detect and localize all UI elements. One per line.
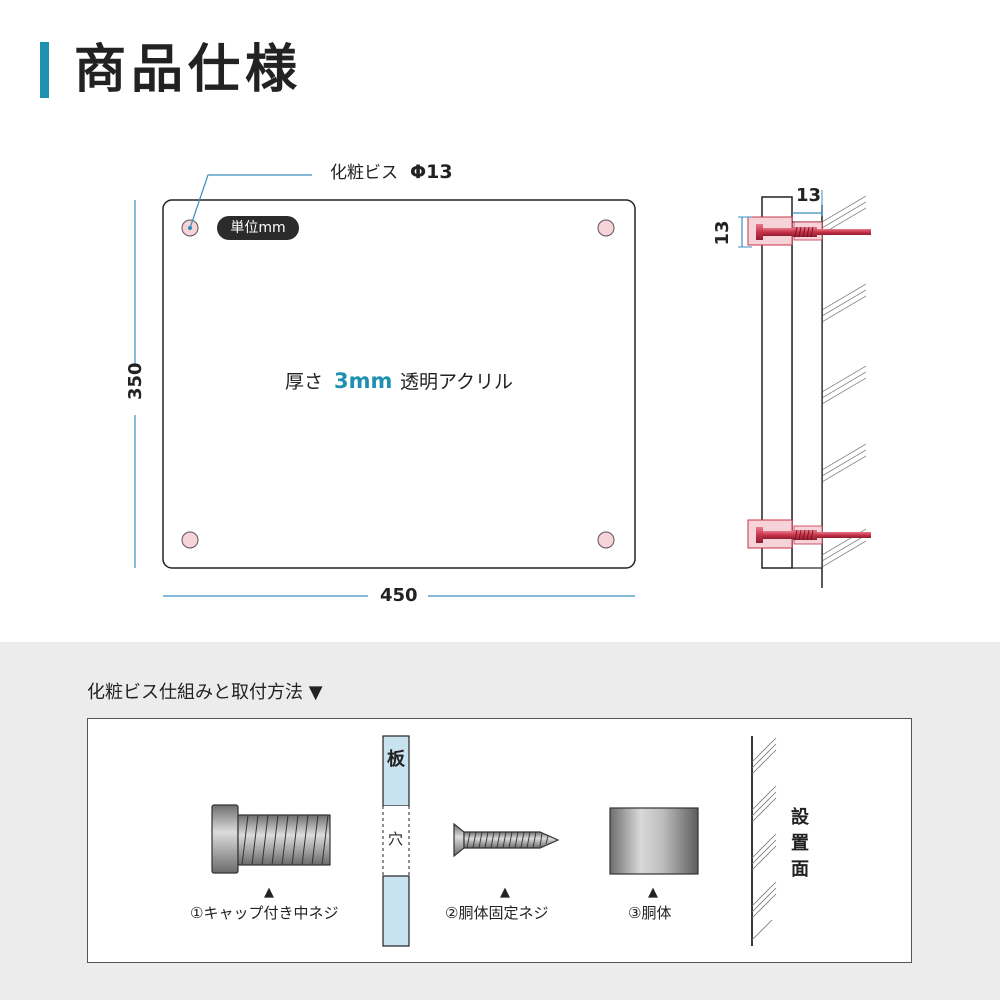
part2-label: ②胴体固定ネジ [445,904,549,922]
page-title: 商品仕様 [74,39,303,100]
surface-char-1: 設 [791,807,809,828]
part1-label: ①キャップ付き中ネジ [190,904,339,922]
unit-badge: 単位mm [217,216,299,240]
title-accent-bar [40,42,49,98]
arrow-part2: ▲ [500,885,510,900]
standoff-body-illustration [609,807,699,875]
board-label: 板 [387,749,405,770]
arrow-part3: ▲ [648,885,658,900]
acrylic-plate [162,199,636,569]
board-cross-section [382,735,410,947]
screw-hole-top-right [597,219,615,237]
cap-bolt-illustration [211,804,331,874]
arrow-part1: ▲ [264,885,274,900]
depth-top-value: 13 [796,185,822,206]
installation-wall [751,736,777,946]
depth-left-value: 13 [712,220,733,246]
screw-size: Φ13 [410,161,453,183]
detail-heading: 化粧ビス仕組みと取付方法 ▼ [87,682,323,703]
surface-char-3: 面 [791,859,809,880]
thickness-prefix: 厚さ [285,371,324,393]
screw-hole-bottom-right [597,531,615,549]
screw-label: 化粧ビス [330,163,398,183]
width-value: 450 [380,585,418,606]
side-view [738,190,871,588]
surface-char-2: 置 [791,833,809,854]
fixing-screw-illustration [453,822,560,858]
part3-label: ③胴体 [628,904,672,922]
material-label: 透明アクリル [400,371,514,393]
screw-hole-bottom-left [181,531,199,549]
thickness-value: 3mm [334,369,393,393]
installation-surface-label: 設 置 面 [788,805,812,883]
height-value: 350 [125,362,146,400]
hole-label: 穴 [388,830,404,848]
screw-leader-line [189,174,312,229]
